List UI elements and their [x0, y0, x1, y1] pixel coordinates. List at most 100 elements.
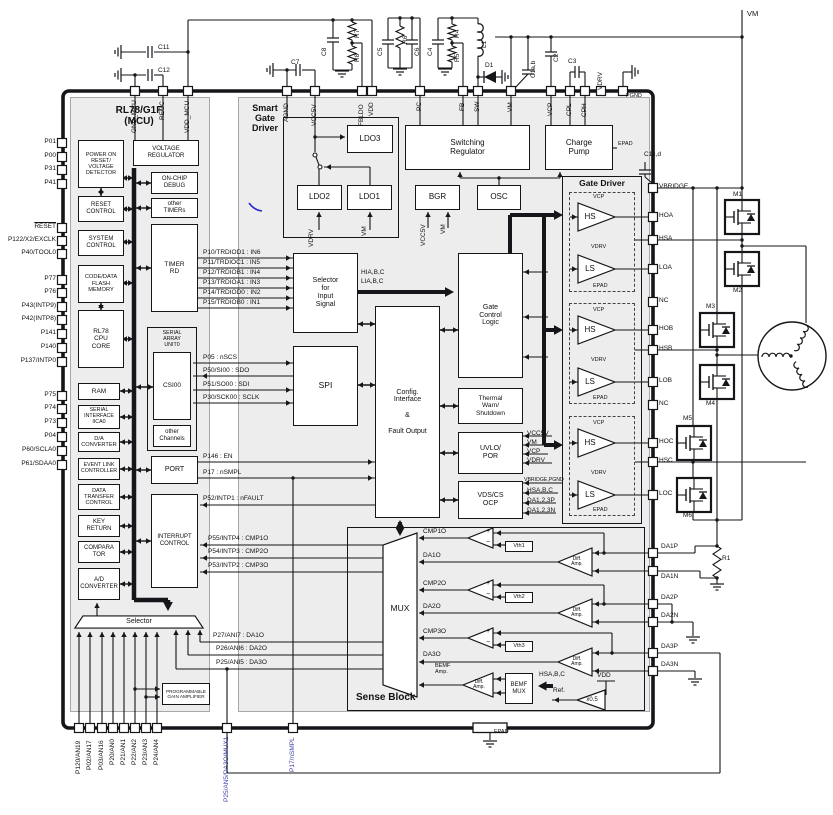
label-pins-left-13: P137/INTP0: [20, 357, 56, 364]
label-signals-4: P14/TRDIOD0 : IN2: [203, 289, 261, 296]
label-signals-25: CMP3O: [423, 628, 447, 635]
block-programmable-gain-amplifier: PROGRAMMABLE GAIN AMPLIFIER: [162, 683, 210, 705]
block-on-chip-debug: ON-CHIP DEBUG: [151, 172, 198, 194]
label-pins-top-10: VM: [506, 102, 514, 112]
block-power-on-reset: POWER ON RESET/ VOLTAGE DETECTOR: [78, 140, 124, 188]
block-interrupt-control: INTERRUPT CONTROL: [151, 494, 198, 588]
label-signals-13: P55/INTP4 : CMP1O: [208, 535, 269, 542]
comp1-minus: −: [485, 539, 491, 547]
label-signals-2: P12/TRDIOB1 : IN4: [203, 269, 261, 276]
label-pins-top-13: CPH: [580, 103, 588, 117]
label-components-20: M3: [706, 303, 716, 310]
label-pins-bottom-7: P24/AN4: [152, 738, 160, 765]
label-signals-26: DA3O: [423, 651, 441, 658]
label-pins-top-5: FBLDO: [357, 104, 365, 126]
label-components-7: R6: [402, 35, 409, 44]
block-switching-regulator: Switching Regulator: [405, 125, 530, 170]
block-vth3: Vth3: [505, 641, 533, 652]
label-signals-7: P50/SI00 : SDO: [203, 367, 250, 374]
gate-driver-region: [562, 176, 642, 524]
label-signals-1: P11/TRDIOC1 : IN5: [203, 259, 260, 266]
label-pins-left-16: P73: [44, 418, 56, 425]
comp2-plus: +: [485, 580, 491, 588]
hs-driver-b-label: HS: [584, 324, 596, 334]
label-pins-left-2: P31: [44, 165, 56, 172]
label-signals-23: CMP2O: [423, 580, 447, 587]
label-signals-18: P25/ANI5 : DA3O: [216, 659, 267, 666]
block-vth2: Vth2: [505, 592, 533, 603]
label-signals-14: P54/INTP3 : CMP2O: [208, 548, 269, 555]
label-components-5: R8: [354, 53, 361, 62]
label-signals-3: P13/TRDIOA1 : IN3: [203, 279, 261, 286]
block-vth1: Vth1: [505, 541, 533, 552]
comp3-plus: +: [485, 628, 491, 636]
label-pins-top-7: PC: [415, 101, 423, 111]
label-gd_labels-epad: EPAD: [593, 283, 608, 289]
block-data-transfer-control: DATA TRANSFER CONTROL: [78, 484, 120, 510]
label-pins-top-3: AGND: [282, 103, 290, 122]
block-ad-converter: A/D CONVERTER: [78, 568, 120, 600]
block-ram: RAM: [78, 383, 120, 400]
block-system-control: SYSTEM CONTROL: [78, 230, 124, 256]
block-charge-pump: Charge Pump: [545, 125, 613, 170]
label-signals-0: P10/TRDIOD1 : IN6: [203, 249, 261, 256]
label-pins-right_da-3: DA2N: [661, 612, 679, 619]
block-port: PORT: [151, 456, 198, 484]
block-ldo1: LDO1: [347, 185, 392, 210]
label-pins-bottom-2: P03/AN16: [97, 740, 105, 770]
label-pins-left-4: RESET: [34, 223, 56, 230]
label-pins-left-1: P00: [44, 152, 56, 159]
label-components-16: C3: [568, 58, 577, 65]
ls-driver-b-label: LS: [585, 376, 595, 386]
gate-driver-phase-b: [569, 303, 635, 404]
label-signals-10: P146 : EN: [203, 453, 233, 460]
block-reset-control: RESET CONTROL: [78, 196, 124, 222]
label-pins-top-6: VDD: [367, 102, 375, 116]
label-components-0: C11: [158, 44, 170, 51]
block-da-converter: D/A CONVERTER: [78, 432, 120, 452]
label-components-12: L1: [481, 40, 488, 48]
label-signals-39: VDRV: [308, 229, 315, 247]
block-thermal-warn-shutdown: Thermal Warn/ Shutdown: [458, 388, 523, 424]
label-signals-15: P53/INTP2 : CMP3O: [208, 562, 269, 569]
sense-block-region: [347, 527, 645, 711]
label-signals-17: P26/ANI6 : DA2O: [216, 645, 267, 652]
label-pins-left-0: P01: [44, 138, 56, 145]
label-pins-left-18: P60/SCLA0: [22, 446, 56, 453]
block-csi00: CSI00: [153, 352, 191, 420]
block-serial-interface-iica0: SERIAL INTERFACE IICA0: [78, 405, 120, 429]
label-signals-11: P17 : nSMPL: [203, 469, 242, 476]
label-pins-left-3: P41: [44, 179, 56, 186]
diff-amp-2-label: Diff. Amp.: [571, 606, 583, 618]
label-gd_labels-epad: EPAD: [593, 395, 608, 401]
block-serial-array-unit0: [147, 327, 197, 451]
block-voltage-regulator: VOLTAGE REGULATOR: [133, 140, 199, 166]
diff-amp-3-label: Diff. Amp.: [571, 655, 583, 667]
label-signals-40: VM: [361, 226, 368, 236]
label-signals-24: DA2O: [423, 603, 441, 610]
comp1-plus: +: [485, 528, 491, 536]
label-pins-epad_pad: EPAD: [494, 729, 509, 735]
label-pins-bottom2-0: P25/AN5/DA3O/MUX1: [222, 736, 230, 802]
label-components-21: M4: [706, 400, 716, 407]
label-pins-left-7: P77: [44, 275, 56, 282]
label-signals-12: P52/INTP1 : nFAULT: [203, 495, 264, 502]
label-gd_labels-vcp: VCP: [593, 194, 605, 200]
label-pins-top-11: VCP: [546, 102, 554, 116]
label-signals-42: VM: [440, 224, 447, 234]
label-pins-right-11: LOC: [659, 490, 673, 497]
label-pins-right-1: HOA: [659, 212, 674, 219]
gate-driver-phase-c: [569, 416, 635, 516]
label-pins-left-15: P74: [44, 404, 56, 411]
block-gate-control-logic: Gate Control Logic: [458, 253, 523, 378]
block-other-timers: other TIMERs: [151, 198, 198, 218]
block-ldo3: LDO3: [347, 125, 393, 153]
selector-label: Selector: [126, 617, 152, 625]
block-comparator: COMPARA TOR: [78, 541, 120, 563]
label-signals-36: HSA,B,C: [527, 487, 554, 494]
label-pins-bottom2-1: P17/nSMPL: [288, 737, 296, 772]
label-pins-top-9: SW: [473, 101, 481, 112]
label-pins-top-8: FB: [458, 102, 466, 111]
label-pins-right_da-4: DA3P: [661, 643, 678, 650]
